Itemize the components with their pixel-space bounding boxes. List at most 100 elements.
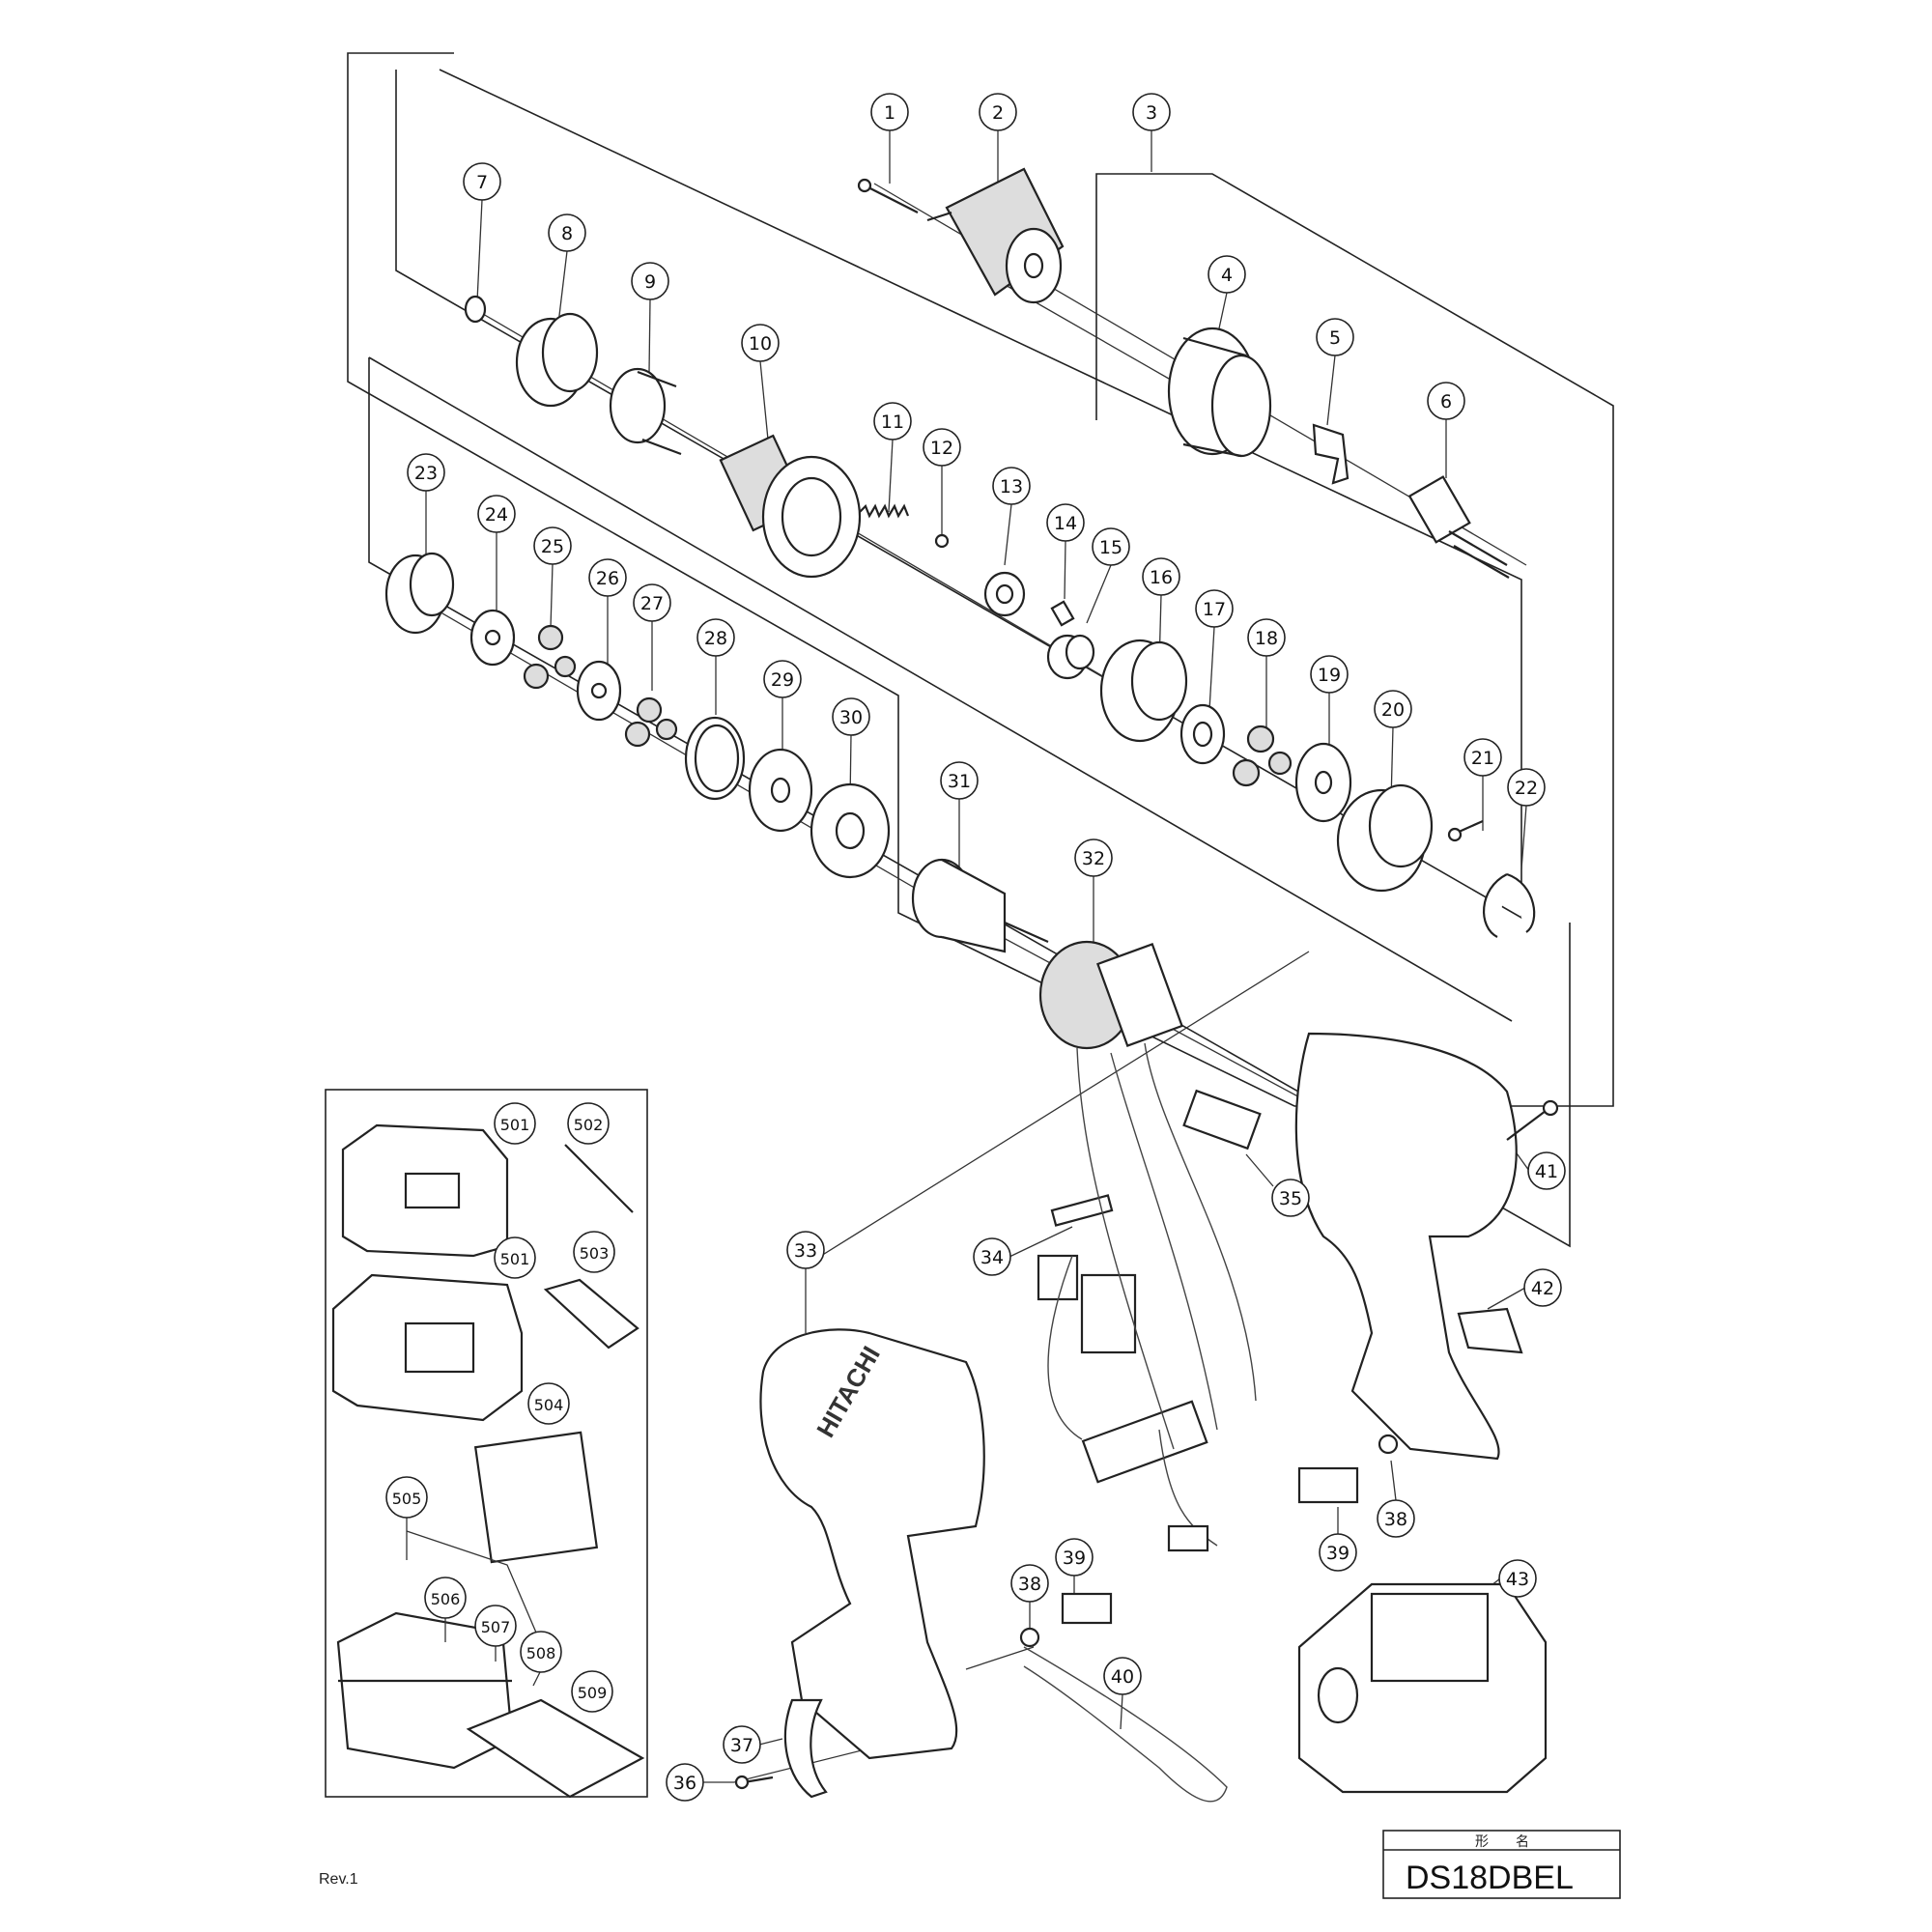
callout-number: 11 [881, 412, 904, 433]
callout-43: 43 [1498, 1559, 1537, 1598]
callout-21: 21 [1463, 738, 1502, 777]
callout-circle [1463, 738, 1502, 777]
callout-38a: 38 [1010, 1564, 1049, 1603]
callout-number: 501 [500, 1250, 530, 1268]
callout-507: 507 [474, 1605, 517, 1647]
callout-508: 508 [520, 1631, 562, 1673]
callout-circle [1142, 557, 1180, 596]
callout-39b: 39 [1319, 1533, 1357, 1572]
callout-22: 22 [1507, 768, 1546, 807]
part-43-battery [1297, 1582, 1548, 1794]
callout-number: 506 [431, 1590, 461, 1608]
callout-4: 4 [1208, 255, 1246, 294]
callout-number: 3 [1146, 102, 1157, 124]
part-2-drill-chuck [926, 167, 1065, 304]
callout-35: 35 [1271, 1179, 1310, 1217]
controller-board [1047, 1255, 1218, 1552]
part-7-washer [464, 295, 487, 324]
part-20-gear-housing [1336, 783, 1434, 893]
callout-11: 11 [873, 402, 912, 440]
accessory-frame [325, 1089, 648, 1798]
callout-circle [1427, 382, 1465, 420]
callout-33: 33 [786, 1231, 825, 1269]
callout-number: 27 [640, 593, 664, 614]
part-509-insert [466, 1698, 645, 1799]
callout-16: 16 [1142, 557, 1180, 596]
callout-501b: 501 [494, 1236, 536, 1279]
callout-circle [1377, 1499, 1415, 1538]
callout-number: 24 [485, 504, 508, 526]
callout-circle [1374, 690, 1412, 728]
callout-number: 2 [992, 102, 1004, 124]
callout-number: 4 [1221, 265, 1233, 286]
callout-36: 36 [666, 1763, 704, 1802]
callout-number: 12 [930, 438, 953, 459]
part-37-belt-hook [783, 1698, 828, 1799]
callout-number: 502 [574, 1116, 604, 1134]
part-36-screw [734, 1775, 774, 1790]
callout-circle [973, 1237, 1011, 1276]
callout-circle [567, 1102, 610, 1145]
callout-number: 29 [771, 669, 794, 691]
part-11-spring [859, 503, 910, 519]
part-4-clutch-dial [1167, 327, 1272, 458]
callout-25: 25 [533, 526, 572, 565]
callout-9: 9 [631, 262, 669, 300]
part-5-clip [1312, 423, 1350, 485]
callout-number: 501 [500, 1116, 530, 1134]
part-39-block-left [1061, 1592, 1113, 1625]
part-8-ring [515, 312, 599, 408]
part-19-washer [1294, 742, 1352, 823]
callout-20: 20 [1374, 690, 1412, 728]
callout-circle [1208, 255, 1246, 294]
part-28-ring [684, 716, 746, 801]
part-1-screw [857, 178, 919, 213]
callout-circle [1271, 1179, 1310, 1217]
callout-3: 3 [1132, 93, 1171, 131]
part-42-label [1457, 1307, 1523, 1354]
callout-number: 32 [1082, 848, 1105, 869]
part-35-label [1182, 1089, 1262, 1151]
callout-number: 38 [1018, 1574, 1041, 1595]
callout-number: 5 [1329, 327, 1341, 349]
part-503-plate [543, 1278, 639, 1350]
callout-number: 10 [749, 333, 772, 355]
revision-text: Rev.1 [319, 1871, 358, 1888]
callout-circle [1310, 655, 1349, 694]
part-25-planet-gears [523, 624, 577, 690]
callout-circle [533, 526, 572, 565]
model-box-heading: 形 名 [1475, 1834, 1529, 1850]
callout-number: 36 [673, 1773, 696, 1794]
part-33-housing-left: HITACHI [759, 1328, 985, 1760]
callout-circle [1092, 527, 1130, 566]
callout-circle [474, 1605, 517, 1647]
callout-circle [1074, 838, 1113, 877]
callout-number: 505 [392, 1490, 422, 1508]
callout-502: 502 [567, 1102, 610, 1145]
callout-number: 18 [1255, 628, 1278, 649]
callout-circle [723, 1725, 761, 1764]
callout-number: 9 [644, 271, 656, 293]
callout-circle [1498, 1559, 1537, 1598]
part-24-carrier [469, 609, 516, 667]
part-501-charger-top [341, 1123, 509, 1258]
callout-number: 503 [580, 1244, 610, 1263]
callout-5: 5 [1316, 318, 1354, 356]
callout-circle [520, 1631, 562, 1673]
callout-number: 25 [541, 536, 564, 557]
part-504-case [473, 1431, 599, 1564]
part-26-gear-disc [576, 660, 622, 722]
callout-circle [979, 93, 1017, 131]
part-13-nut [983, 571, 1026, 617]
part-41-screw [1506, 1099, 1559, 1141]
callout-number: 509 [578, 1684, 608, 1702]
callout-41: 41 [1527, 1151, 1566, 1190]
callout-26: 26 [588, 558, 627, 597]
callout-12: 12 [923, 428, 961, 467]
callout-509: 509 [571, 1670, 613, 1713]
callout-circle [992, 467, 1031, 505]
callout-circle [786, 1231, 825, 1269]
callout-number: 31 [948, 771, 971, 792]
model-number: DS18DBEL [1406, 1860, 1574, 1896]
part-29-washer [748, 748, 813, 833]
